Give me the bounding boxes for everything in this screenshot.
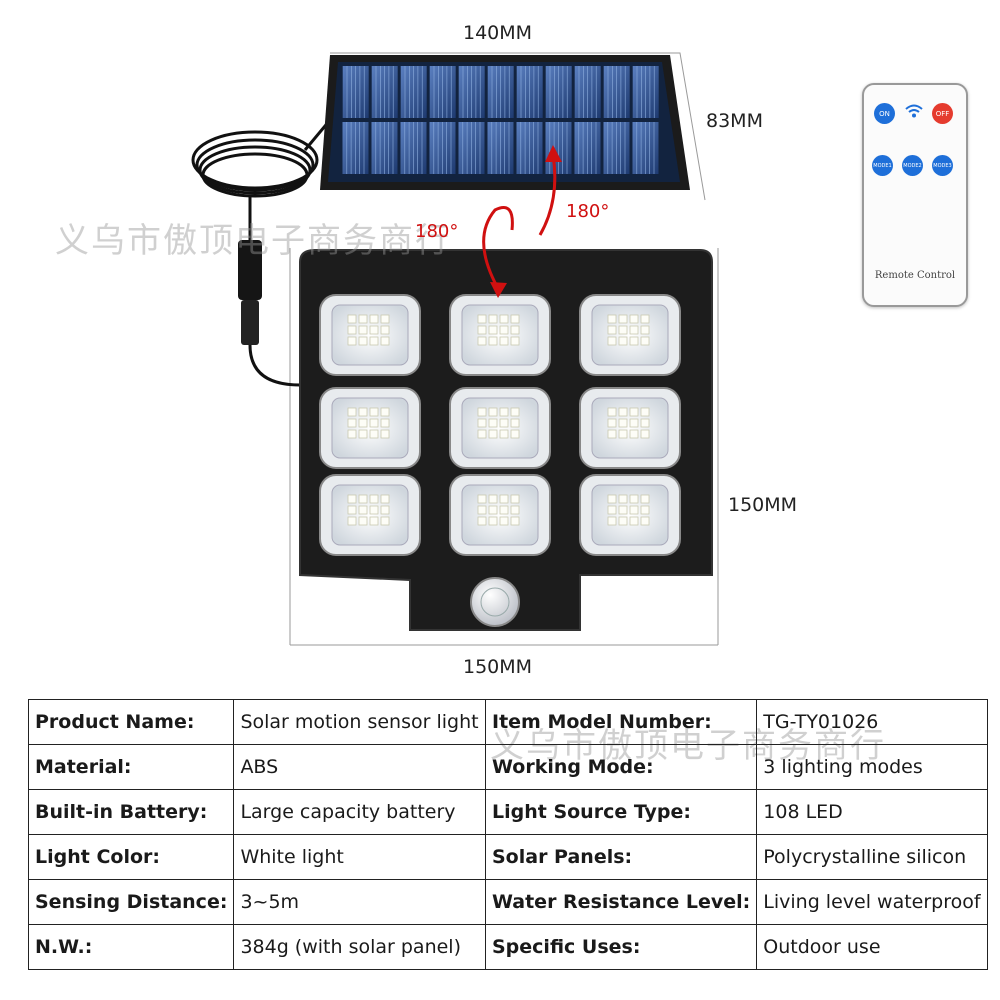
remote-control: ON OFF MODE1 MODE2 MODE3 Remote Control — [862, 83, 968, 307]
spec-label: Water Resistance Level: — [484, 879, 758, 925]
led-module — [449, 294, 551, 376]
table-row: Water Resistance Level:Living level wate… — [484, 879, 988, 925]
table-row: Sensing Distance:3~5m — [27, 879, 486, 925]
led-module — [579, 474, 681, 556]
led-module — [449, 387, 551, 469]
spec-value: 384g (with solar panel) — [233, 924, 486, 970]
table-row: Item Model Number:TG-TY01026 — [484, 699, 988, 745]
spec-value: 3 lighting modes — [756, 744, 988, 790]
lamp-height-label: 150MM — [728, 494, 798, 516]
lamp-rotation-label: 180° — [415, 221, 459, 242]
led-module — [319, 474, 421, 556]
spec-label: Item Model Number: — [484, 699, 758, 745]
remote-on-button: ON — [874, 103, 895, 124]
remote-mode2-button: MODE2 — [902, 155, 923, 176]
panel-height-label: 83MM — [706, 110, 763, 132]
spec-label: Specific Uses: — [484, 924, 758, 970]
lamp-width-label: 150MM — [463, 656, 533, 678]
spec-value: White light — [233, 834, 486, 880]
remote-caption: Remote Control — [874, 270, 956, 281]
led-module — [319, 387, 421, 469]
spec-label: Built-in Battery: — [27, 789, 235, 835]
spec-label: Product Name: — [27, 699, 235, 745]
spec-label: Material: — [27, 744, 235, 790]
solar-panel — [320, 55, 690, 190]
lamp-body — [299, 249, 713, 631]
led-module — [579, 387, 681, 469]
motion-sensor — [470, 577, 520, 627]
spec-value: Polycrystalline silicon — [756, 834, 988, 880]
remote-mode1-button: MODE1 — [872, 155, 893, 176]
table-row: Light Source Type:108 LED — [484, 789, 988, 835]
spec-label: Sensing Distance: — [27, 879, 235, 925]
spec-value: 108 LED — [756, 789, 988, 835]
panel-width-label: 140MM — [463, 22, 533, 44]
spec-table-left: Product Name:Solar motion sensor light M… — [27, 699, 486, 970]
arrow-head-down — [490, 282, 507, 298]
spec-label: Working Mode: — [484, 744, 758, 790]
spec-label: Light Color: — [27, 834, 235, 880]
rotation-arrows — [482, 154, 557, 293]
spec-value: 3~5m — [233, 879, 486, 925]
led-module — [449, 474, 551, 556]
spec-label: N.W.: — [27, 924, 235, 970]
table-row: N.W.:384g (with solar panel) — [27, 924, 486, 970]
table-row: Working Mode:3 lighting modes — [484, 744, 988, 790]
product-illustration — [191, 52, 719, 646]
remote-mode3-button: MODE3 — [932, 155, 953, 176]
spec-value: Outdoor use — [756, 924, 988, 970]
table-row: Product Name:Solar motion sensor light — [27, 699, 486, 745]
table-row: Light Color:White light — [27, 834, 486, 880]
panel-rotation-label: 180° — [566, 201, 610, 222]
table-row: Solar Panels:Polycrystalline silicon — [484, 834, 988, 880]
spec-value: TG-TY01026 — [756, 699, 988, 745]
spec-value: Living level waterproof — [756, 879, 988, 925]
table-row: Specific Uses:Outdoor use — [484, 924, 988, 970]
arrow-head-up — [545, 145, 562, 162]
dimension-guides — [289, 52, 719, 646]
remote-off-button: OFF — [932, 103, 953, 124]
led-module — [319, 294, 421, 376]
watermark: 义乌市傲顶电子商务商行 — [55, 221, 451, 261]
led-module — [579, 294, 681, 376]
wireless-icon — [905, 104, 923, 118]
spec-value: Solar motion sensor light — [233, 699, 486, 745]
table-row: Built-in Battery:Large capacity battery — [27, 789, 486, 835]
spec-value: Large capacity battery — [233, 789, 486, 835]
spec-value: ABS — [233, 744, 486, 790]
spec-label: Light Source Type: — [484, 789, 758, 835]
table-row: Material:ABS — [27, 744, 486, 790]
spec-table-right: Item Model Number:TG-TY01026 Working Mod… — [484, 699, 988, 970]
spec-label: Solar Panels: — [484, 834, 758, 880]
cable-connector — [238, 240, 262, 300]
